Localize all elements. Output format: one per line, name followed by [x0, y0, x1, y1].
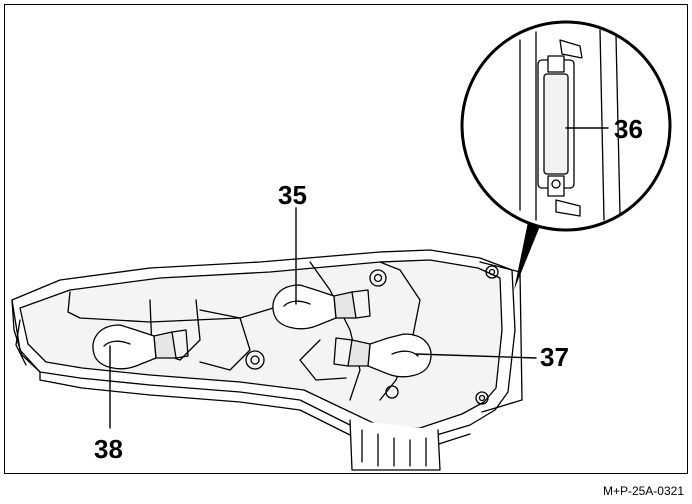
leader-lines — [109, 127, 609, 429]
callout-36: 36 — [614, 114, 643, 144]
bulb-37 — [333, 333, 432, 378]
callout-37: 37 — [540, 342, 569, 372]
bulb-38 — [92, 324, 189, 370]
callout-35: 35 — [278, 180, 307, 210]
lamp-housing — [11, 249, 523, 471]
bulb-35 — [272, 284, 371, 330]
magnifier-pointer — [514, 222, 540, 290]
figure-code: M+P-25A-0321 — [602, 484, 684, 498]
magnifier-detail — [460, 20, 672, 232]
callout-38: 38 — [94, 434, 123, 464]
